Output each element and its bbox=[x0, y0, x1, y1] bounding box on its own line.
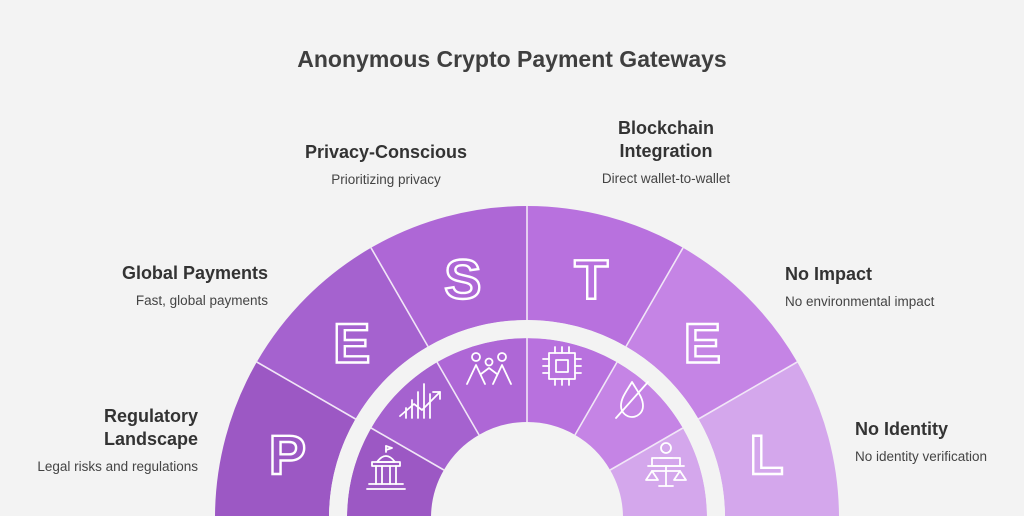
segment-divider bbox=[698, 361, 798, 420]
segment-letter: S bbox=[444, 247, 481, 310]
segment-heading: Blockchain bbox=[617, 118, 715, 138]
ring-gap bbox=[329, 320, 725, 516]
segment-heading: Regulatory bbox=[103, 406, 198, 426]
government-building-icon bbox=[366, 445, 406, 490]
segment-letter: L bbox=[749, 423, 783, 486]
segment-description: Direct wallet-to-wallet bbox=[601, 171, 731, 186]
chip-icon bbox=[542, 346, 582, 386]
segment-heading: Landscape bbox=[103, 429, 198, 449]
segment-inner-s-2 bbox=[437, 338, 527, 435]
justice-scales-icon bbox=[645, 442, 687, 487]
growth-chart-icon bbox=[399, 383, 441, 419]
people-icon bbox=[466, 352, 512, 385]
segment-outer-e-1 bbox=[256, 247, 428, 419]
segment-heading: No Identity bbox=[855, 419, 948, 439]
label-no-impact: No Impact No environmental impact bbox=[785, 263, 934, 309]
segment-letter: E bbox=[684, 312, 721, 375]
segment-heading: Integration bbox=[619, 141, 713, 161]
segment-letter: E bbox=[333, 312, 370, 375]
segment-description: No environmental impact bbox=[785, 294, 935, 309]
label-privacy-conscious: Privacy-Conscious Prioritizing privacy bbox=[286, 141, 486, 187]
label-regulatory-landscape: Regulatory Landscape Legal risks and reg… bbox=[37, 405, 198, 474]
segment-heading: No Impact bbox=[785, 264, 873, 284]
segment-divider bbox=[370, 427, 445, 471]
segment-letter: T bbox=[574, 247, 608, 310]
segment-heading: Privacy-Conscious bbox=[304, 142, 468, 162]
segment-description: Prioritizing privacy bbox=[331, 172, 441, 187]
segment-divider bbox=[574, 361, 618, 436]
segment-divider bbox=[609, 427, 684, 471]
label-no-identity: No Identity No identity verification bbox=[855, 418, 987, 464]
segment-letter: P bbox=[269, 423, 306, 486]
segment-outer-p-0 bbox=[215, 362, 356, 516]
segment-description: Fast, global payments bbox=[135, 293, 268, 308]
segment-divider bbox=[256, 361, 356, 420]
segment-outer-l-5 bbox=[698, 362, 839, 516]
no-water-drop-icon bbox=[615, 381, 649, 419]
segment-divider bbox=[370, 247, 429, 347]
label-global-payments: Global Payments Fast, global payments bbox=[122, 262, 268, 308]
segment-description: No identity verification bbox=[855, 449, 988, 464]
label-blockchain-integration: Blockchain Integration Direct wallet-to-… bbox=[566, 117, 766, 186]
page-title: Anonymous Crypto Payment Gateways bbox=[297, 46, 727, 72]
segment-description: Legal risks and regulations bbox=[37, 459, 198, 474]
segment-outer-e-4 bbox=[626, 247, 798, 419]
segment-outer-s-2 bbox=[371, 206, 527, 347]
segment-divider bbox=[436, 361, 480, 436]
segment-inner-l-5 bbox=[610, 428, 707, 516]
segment-outer-t-3 bbox=[527, 206, 683, 347]
segment-divider bbox=[625, 247, 684, 347]
segment-heading: Global Payments bbox=[121, 263, 268, 283]
